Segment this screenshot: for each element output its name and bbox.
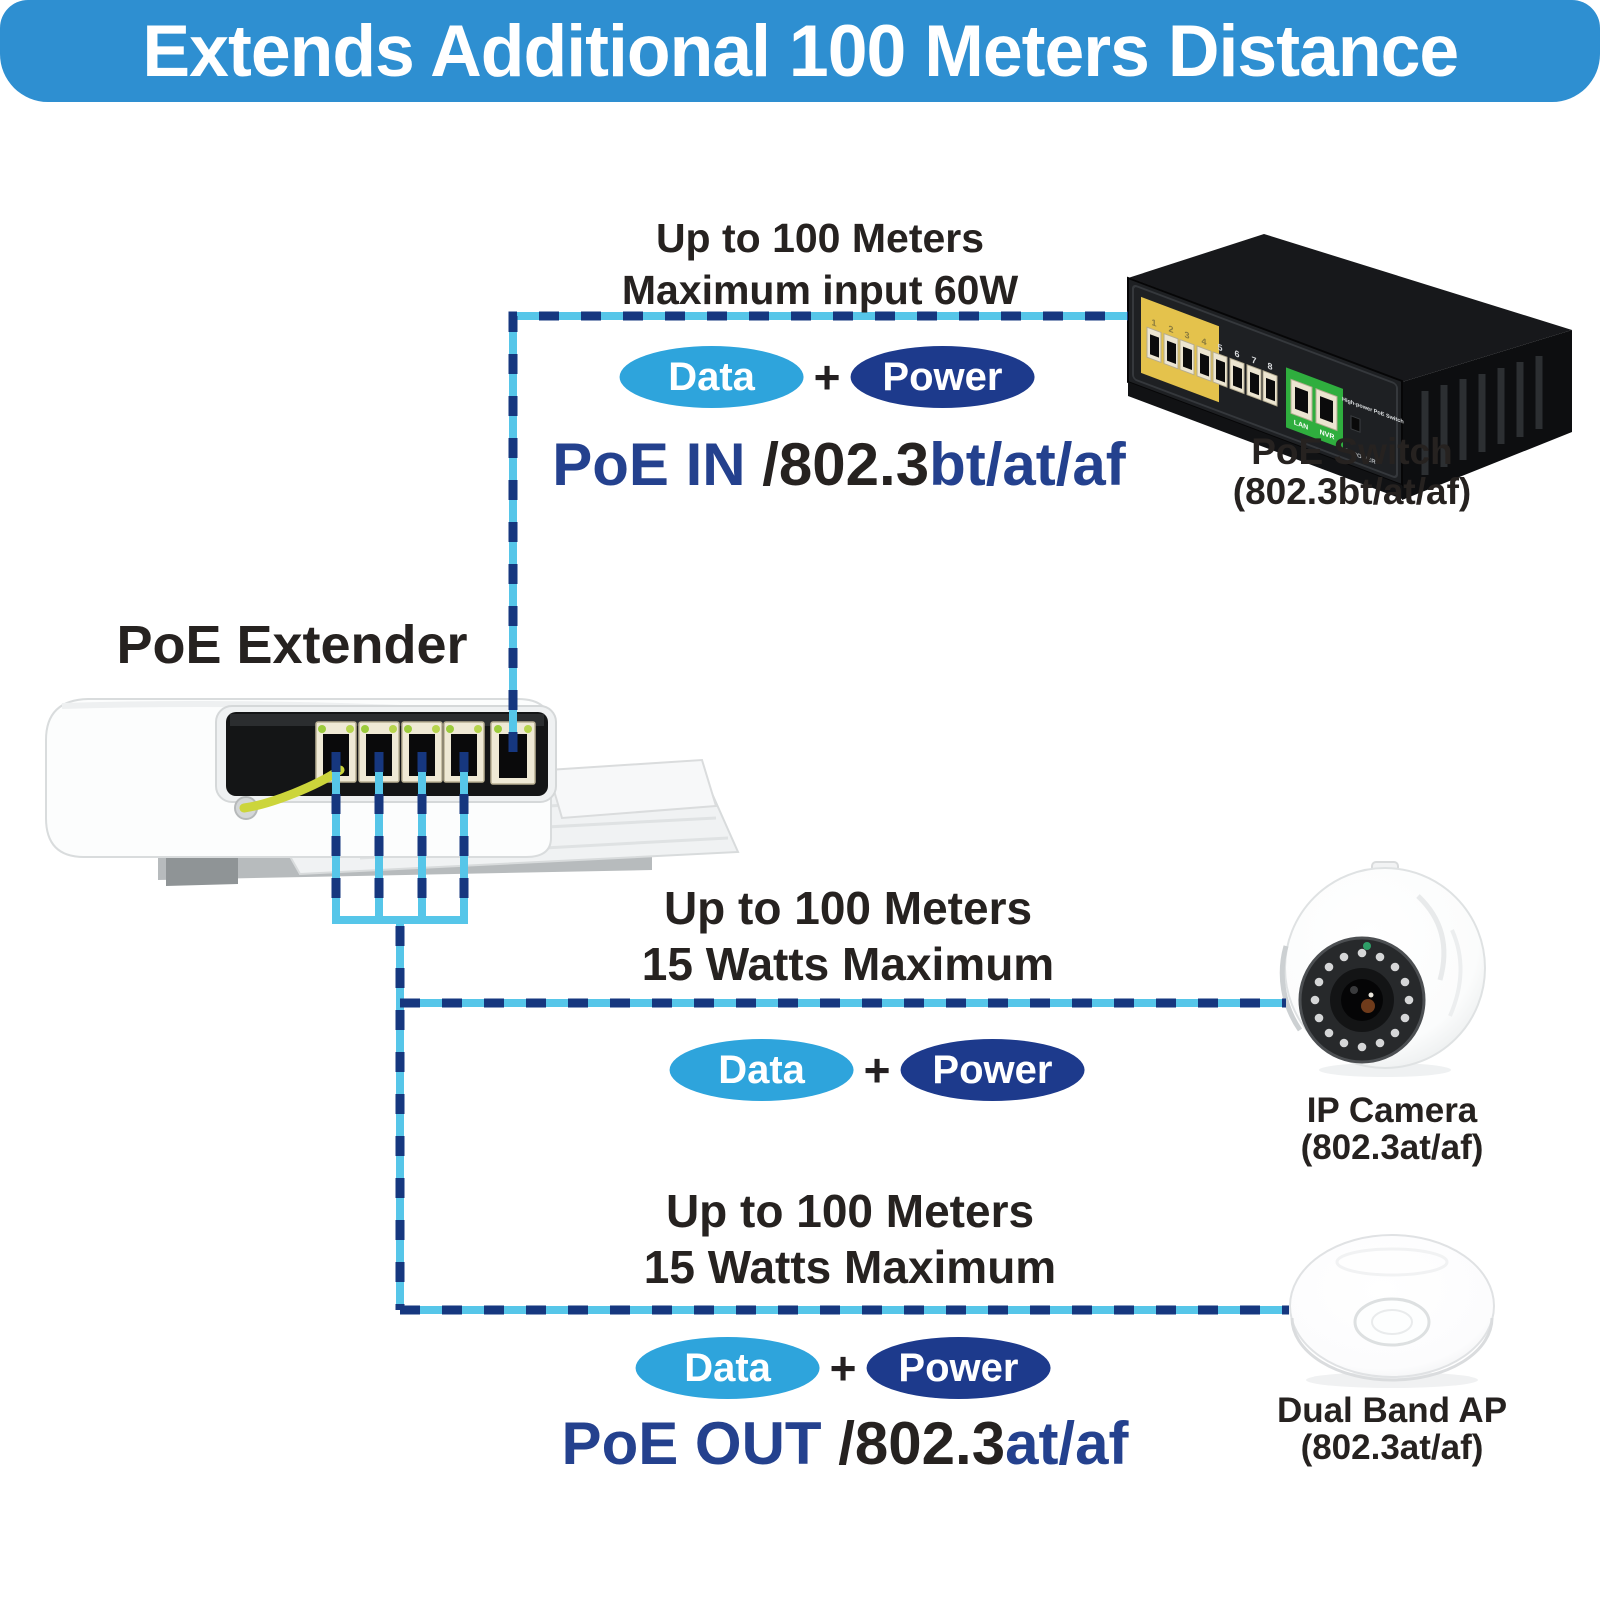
camera-distance: Up to 100 Meters <box>663 882 1033 934</box>
ap-distance-text: Up to 100 Meters 15 Watts Maximum <box>644 1183 1056 1295</box>
poe-in-label: PoE IN /802.3bt/at/af <box>552 431 1126 498</box>
plus-sign: + <box>863 1044 891 1096</box>
plus-sign: + <box>829 1342 857 1394</box>
ir-led-ring <box>1310 948 1414 1052</box>
data-pill: Data <box>669 1039 854 1101</box>
camera-pill-row: Data + Power <box>669 1039 1085 1101</box>
switch-port-number: 5 <box>1218 342 1223 354</box>
dip-switch <box>1350 415 1361 433</box>
poe-extender-device <box>45 698 740 886</box>
poe-in-distance-text: Up to 100 Meters Maximum input 60W <box>622 212 1018 316</box>
ap-center-ring <box>1353 1297 1431 1347</box>
switch-top-face <box>1128 234 1572 382</box>
switch-port-number: 2 <box>1169 323 1174 335</box>
extender-lid-flap <box>546 758 718 820</box>
power-pill: Power <box>900 1039 1085 1101</box>
switch-port-number: 3 <box>1185 330 1190 342</box>
camera-distance-text: Up to 100 Meters 15 Watts Maximum <box>642 880 1054 992</box>
poe-switch-device: 1 2 3 4 5 6 7 8 <box>1127 234 1572 500</box>
extender-label: PoE Extender <box>116 615 468 675</box>
switch-port-number: 1 <box>1152 317 1157 329</box>
poe-out-label: PoE OUT /802.3at/af <box>561 1410 1129 1477</box>
ap-pill-row: Data + Power <box>635 1337 1051 1399</box>
poe-switch-label: PoE Switch (802.3bt/at/af) <box>1232 431 1472 512</box>
connection-lines-poe-out <box>331 752 1289 1315</box>
plus-sign: + <box>813 351 841 403</box>
power-pill: Power <box>850 346 1035 408</box>
ap-max-power: 15 Watts Maximum <box>643 1241 1057 1293</box>
dual-band-ap-device <box>1289 1234 1495 1388</box>
poe-in-pill-row: Data + Power <box>619 346 1035 408</box>
switch-port-number: 4 <box>1202 336 1208 348</box>
dual-band-ap-label: Dual Band AP (802.3at/af) <box>1276 1391 1508 1467</box>
data-pill: Data <box>635 1337 820 1399</box>
ground-wire <box>239 765 345 813</box>
poe-in-max-power: Maximum input 60W <box>621 267 1019 313</box>
connection-line-poe-in <box>508 311 1128 752</box>
power-pill: Power <box>866 1337 1051 1399</box>
ip-camera-device <box>1279 861 1486 1077</box>
camera-max-power: 15 Watts Maximum <box>641 938 1055 990</box>
camera-status-led <box>1363 942 1371 950</box>
switch-port-number: 7 <box>1252 355 1257 367</box>
poe-in-distance: Up to 100 Meters <box>655 215 985 261</box>
banner: Extends Additional 100 Meters Distance <box>0 0 1600 102</box>
switch-port-number: 8 <box>1268 361 1273 373</box>
switch-port-number: 6 <box>1235 348 1240 360</box>
camera-lens <box>1298 936 1426 1064</box>
data-pill: Data <box>619 346 804 408</box>
switch-front-face: 1 2 3 4 5 6 7 8 <box>1127 276 1404 499</box>
ip-camera-label: IP Camera (802.3at/af) <box>1300 1091 1484 1167</box>
banner-title: Extends Additional 100 Meters Distance <box>142 10 1459 92</box>
ap-distance: Up to 100 Meters <box>665 1185 1035 1237</box>
switch-vents <box>1421 356 1543 475</box>
